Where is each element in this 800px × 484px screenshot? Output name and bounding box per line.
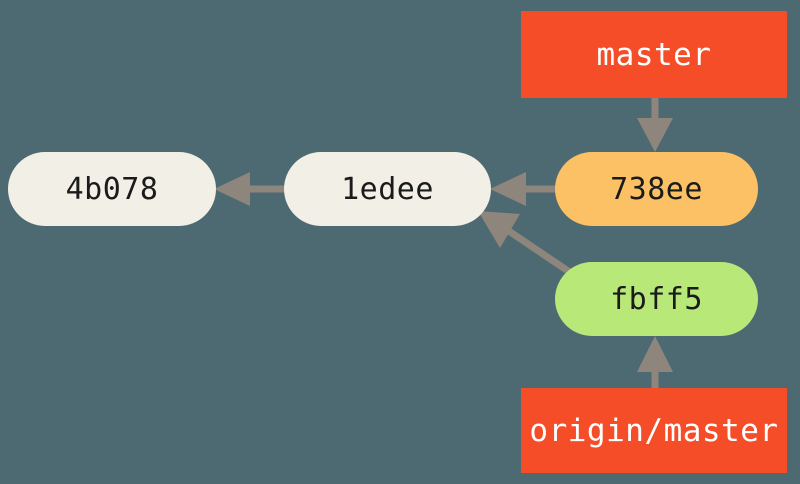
branch-ref-label-master: master — [596, 36, 712, 73]
commit-label-4b078: 4b078 — [65, 171, 159, 207]
edge-master-to-738ee — [637, 98, 673, 152]
branch-ref-master[interactable]: master — [521, 11, 787, 98]
commit-node-fbff5[interactable]: fbff5 — [555, 262, 758, 336]
commit-node-1edee[interactable]: 1edee — [284, 152, 491, 226]
remote-ref-label-origin-master: origin/master — [529, 412, 779, 449]
edge-fbff5-to-1edee — [478, 211, 576, 278]
commit-label-1edee: 1edee — [341, 171, 434, 207]
commit-node-4b078[interactable]: 4b078 — [8, 152, 216, 226]
commit-label-738ee: 738ee — [610, 171, 703, 207]
commit-label-fbff5: fbff5 — [610, 281, 703, 317]
remote-ref-origin-master[interactable]: origin/master — [521, 388, 787, 473]
edge-1edee-to-4b078 — [214, 172, 286, 206]
edge-origin-master-to-fbff5 — [637, 336, 673, 388]
commit-node-738ee[interactable]: 738ee — [555, 152, 758, 226]
edge-738ee-to-1edee — [490, 172, 556, 206]
